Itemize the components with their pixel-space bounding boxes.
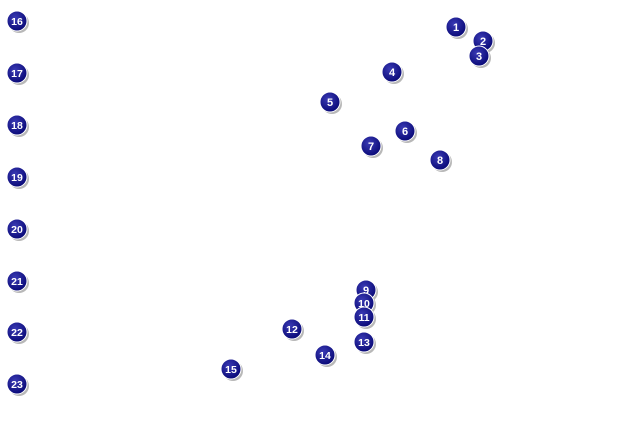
marker-ball	[429, 149, 451, 171]
marker-label: 17	[11, 68, 23, 80]
marker-ball	[353, 306, 375, 328]
marker-ball	[6, 62, 28, 84]
marker-label: 12	[286, 324, 298, 336]
marker-11[interactable]: 11	[353, 306, 376, 329]
marker-ball	[445, 16, 467, 38]
marker-label: 19	[11, 172, 23, 184]
marker-12[interactable]: 12	[281, 318, 304, 341]
marker-6[interactable]: 6	[394, 120, 417, 143]
marker-ball	[394, 120, 416, 142]
marker-ball	[314, 344, 336, 366]
marker-label: 1	[453, 22, 459, 34]
marker-ball	[6, 218, 28, 240]
marker-label: 14	[319, 350, 331, 362]
marker-label: 13	[358, 337, 370, 349]
marker-ball	[319, 91, 341, 113]
marker-17[interactable]: 17	[6, 62, 29, 85]
marker-label: 22	[11, 327, 23, 339]
marker-7[interactable]: 7	[360, 135, 383, 158]
marker-label: 18	[11, 120, 23, 132]
marker-label: 23	[11, 379, 23, 391]
marker-label: 16	[11, 16, 23, 28]
marker-3[interactable]: 3	[468, 45, 491, 68]
marker-ball	[6, 373, 28, 395]
marker-label: 6	[402, 126, 408, 138]
marker-label: 15	[225, 364, 237, 376]
marker-4[interactable]: 4	[381, 61, 404, 84]
marker-label: 5	[327, 97, 333, 109]
marker-13[interactable]: 13	[353, 331, 376, 354]
marker-ball	[360, 135, 382, 157]
marker-ball	[6, 321, 28, 343]
marker-5[interactable]: 5	[319, 91, 342, 114]
marker-label: 10	[358, 298, 370, 310]
marker-ball	[220, 358, 242, 380]
marker-label: 20	[11, 224, 23, 236]
marker-1[interactable]: 1	[445, 16, 468, 39]
marker-label: 21	[11, 276, 23, 288]
marker-23[interactable]: 23	[6, 373, 29, 396]
marker-ball	[6, 10, 28, 32]
marker-19[interactable]: 19	[6, 166, 29, 189]
marker-ball	[381, 61, 403, 83]
marker-ball	[6, 270, 28, 292]
marker-label: 3	[476, 51, 482, 63]
marker-label: 8	[437, 155, 443, 167]
marker-20[interactable]: 20	[6, 218, 29, 241]
marker-8[interactable]: 8	[429, 149, 452, 172]
marker-18[interactable]: 18	[6, 114, 29, 137]
marker-label: 2	[480, 36, 486, 48]
marker-22[interactable]: 22	[6, 321, 29, 344]
marker-ball	[353, 331, 375, 353]
marker-ball	[468, 45, 490, 67]
marker-ball	[6, 114, 28, 136]
marker-label: 9	[363, 285, 369, 297]
marker-ball	[281, 318, 303, 340]
marker-15[interactable]: 15	[220, 358, 243, 381]
marker-label: 4	[389, 67, 396, 79]
marker-21[interactable]: 21	[6, 270, 29, 293]
marker-ball	[6, 166, 28, 188]
marker-label: 7	[368, 141, 374, 153]
marker-16[interactable]: 16	[6, 10, 29, 33]
marker-14[interactable]: 14	[314, 344, 337, 367]
marker-label: 11	[358, 312, 369, 324]
